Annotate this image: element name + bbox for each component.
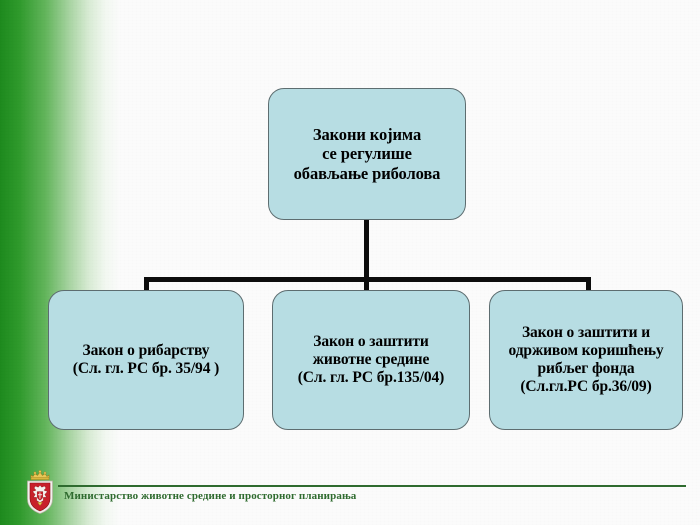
footer-divider-rule xyxy=(58,485,686,487)
environment-line-1: Закон о заштити xyxy=(313,333,429,351)
fishstock-line-2: одрживом коришћењу xyxy=(508,342,664,360)
fishstock-node-text: Закон о заштити и одрживом коришћењу риб… xyxy=(491,324,681,396)
diagram-node-root: Закони којима се регулише обављање рибол… xyxy=(268,88,466,220)
left-green-gradient-band xyxy=(0,0,120,525)
connector-stub-right xyxy=(586,277,591,291)
connector-stub-left xyxy=(144,277,149,291)
fishstock-line-3: рибљег фонда xyxy=(537,360,635,377)
environment-line-3: (Сл. гл. РС бр.135/04) xyxy=(297,368,445,386)
diagram-node-fishstock-law: Закон о заштити и одрживом коришћењу риб… xyxy=(489,290,683,430)
serbia-coat-of-arms-icon xyxy=(27,470,53,514)
fishstock-line-1: Закон о заштити и xyxy=(521,324,651,342)
root-node-text: Закони којима се регулише обављање рибол… xyxy=(275,125,459,182)
fishery-node-text: Закон о рибарству (Сл. гл. РС бр. 35/94 … xyxy=(51,342,241,378)
diagram-node-environment-law: Закон о заштити животне средине (Сл. гл.… xyxy=(272,290,470,430)
fishstock-line-4: (Сл.гл.РС бр.36/09) xyxy=(520,377,652,395)
environment-line-2: животне средине xyxy=(312,351,430,369)
environment-node-text: Закон о заштити животне средине (Сл. гл.… xyxy=(274,333,468,387)
diagram-node-fishery-law: Закон о рибарству (Сл. гл. РС бр. 35/94 … xyxy=(48,290,244,430)
fishery-line-1: Закон о рибарству xyxy=(82,342,210,360)
root-line-3: обављање риболова xyxy=(293,163,441,183)
footer-ministry-label: Министарство животне средине и просторно… xyxy=(64,490,357,502)
root-line-2: се регулише xyxy=(322,144,412,164)
fishery-line-2: (Сл. гл. РС бр. 35/94 ) xyxy=(72,360,220,377)
connector-stub-middle xyxy=(364,277,369,291)
connector-trunk xyxy=(364,220,369,282)
root-line-1: Закони којима xyxy=(312,125,422,145)
